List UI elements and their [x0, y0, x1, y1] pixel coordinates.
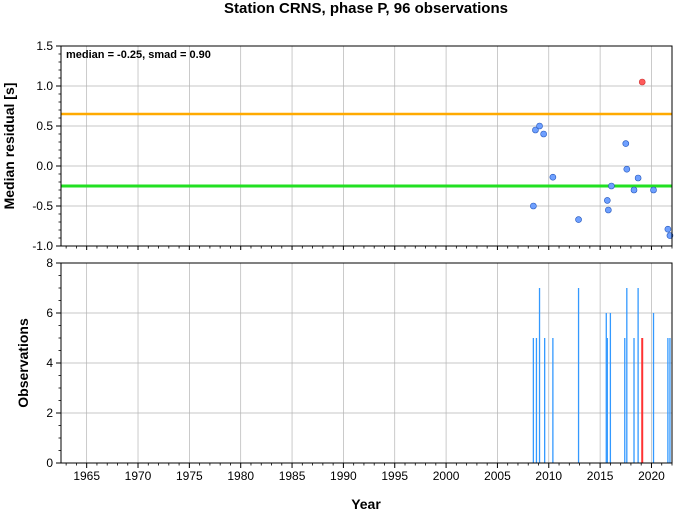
y-tick-label: 0 [46, 456, 53, 470]
stats-annotation: median = -0.25, smad = 0.90 [66, 49, 211, 61]
x-tick-label: 1980 [227, 469, 254, 483]
x-tick-label: 2020 [638, 469, 665, 483]
residual-point [634, 174, 642, 182]
x-tick-label: 1985 [279, 469, 306, 483]
y-tick-label: -0.5 [32, 199, 53, 213]
residual-panel-frame [60, 45, 673, 247]
residual-point [605, 206, 612, 214]
residual-x-ticks [65, 246, 673, 250]
residual-point [666, 232, 674, 239]
x-tick-label: 1995 [381, 469, 408, 483]
residual-point [549, 173, 557, 181]
y-tick-label: 4 [46, 356, 53, 370]
observations-y-ticks: 8 6 4 2 0 [46, 256, 61, 470]
y-tick-label: 2 [46, 406, 53, 420]
x-axis-title: Year [351, 496, 381, 511]
residual-point [540, 130, 547, 138]
x-tick-label: 2010 [535, 469, 562, 483]
chart-title: Station CRNS, phase P, 96 observations [224, 0, 508, 17]
y-tick-label: 1.0 [36, 79, 53, 93]
x-tick-label: 2015 [587, 469, 614, 483]
residual-point [638, 78, 646, 86]
residual-points [530, 78, 674, 239]
residual-point [630, 186, 638, 194]
residual-point [532, 126, 539, 134]
residual-y-axis-title: Median residual [s] [1, 83, 17, 210]
x-tick-label: 1970 [125, 469, 152, 483]
residual-reference-lines [61, 112, 672, 188]
y-tick-label: -1.0 [32, 239, 53, 253]
residual-point [536, 122, 543, 130]
x-tick-label: 2005 [484, 469, 511, 483]
residual-point [664, 225, 672, 233]
residual-point [575, 216, 582, 223]
residual-point [622, 140, 630, 147]
x-tick-label: 2000 [433, 469, 460, 483]
x-tick-label: 1990 [330, 469, 357, 483]
observations-y-axis-title: Observations [15, 318, 31, 408]
y-tick-label: 6 [46, 306, 53, 320]
residual-point [623, 165, 631, 173]
y-tick-label: 1.5 [36, 39, 53, 53]
y-tick-label: 0.5 [36, 119, 53, 133]
residual-panel: 1.5 1.0 0.5 0.0 -0.5 -1.0 median = -0.25, sma… [1, 39, 674, 253]
y-tick-label: 8 [46, 256, 53, 270]
x-axis-ticks: 1965 1970 1975 1980 1985 1990 1995 2000 2005 2010… [65, 463, 673, 483]
x-tick-label: 1975 [176, 469, 203, 483]
y-tick-label: 0.0 [36, 159, 53, 173]
observations-panel: 8 6 4 2 0 1965 1970 1975 1980 1985 1990 1995 2000 20… [15, 256, 673, 511]
x-tick-label: 1965 [73, 469, 100, 483]
residual-y-ticks: 1.5 1.0 0.5 0.0 -0.5 -1.0 [32, 39, 61, 253]
observation-bars [532, 288, 671, 463]
residual-point [530, 202, 537, 210]
residual-point [604, 197, 611, 204]
residual-point [608, 182, 615, 190]
residual-point [650, 186, 657, 194]
